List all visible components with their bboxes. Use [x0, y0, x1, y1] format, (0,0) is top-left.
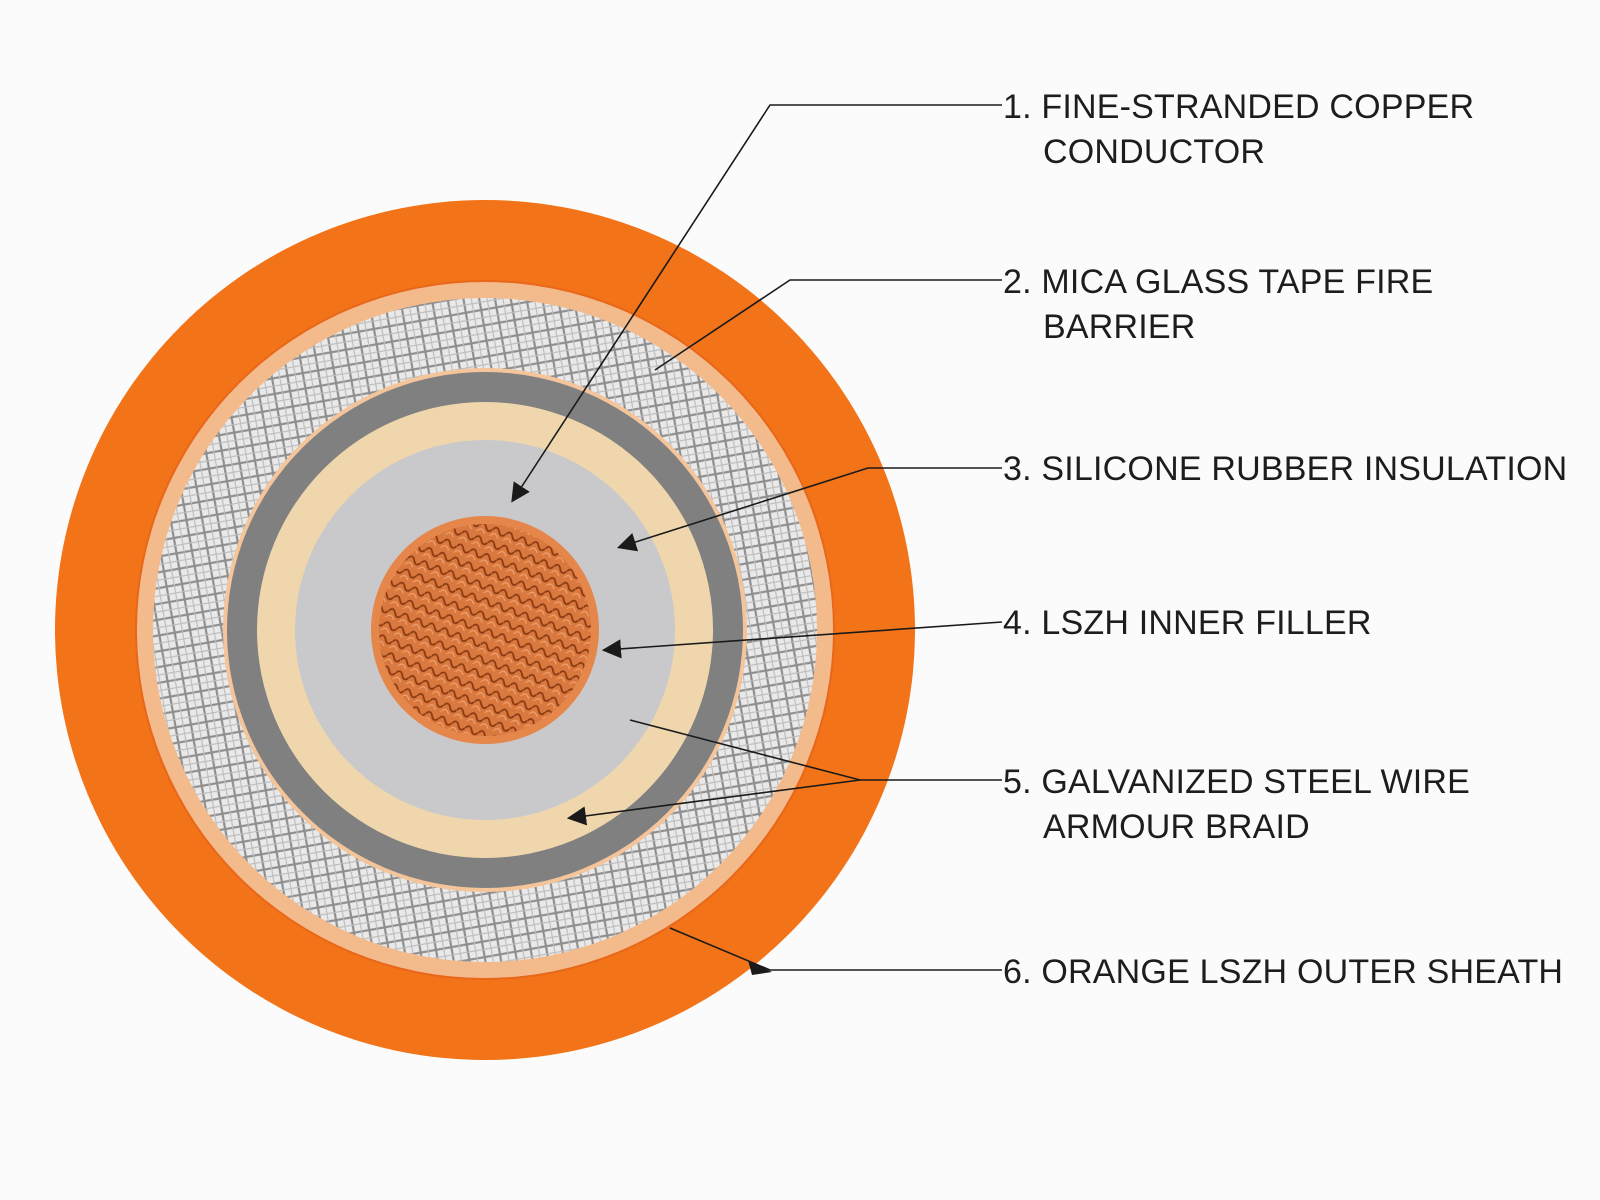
- leader-line-6: [669, 927, 1002, 971]
- leader-line-4: [601, 621, 1003, 659]
- label-6: 6. ORANGE LSZH OUTER SHEATH: [1003, 953, 1563, 991]
- conductor-core: [371, 516, 599, 744]
- leader-line-1: [511, 104, 1002, 503]
- label-3-line-1: 3. SILICONE RUBBER INSULATION: [1003, 450, 1567, 488]
- leader-line-3: [616, 467, 1002, 552]
- leader-lines: [511, 104, 1003, 975]
- label-4: 4. LSZH INNER FILLER: [1003, 604, 1372, 642]
- label-1: 1. FINE-STRANDED COPPER CONDUCTOR: [1003, 88, 1484, 171]
- label-5: 5. GALVANIZED STEEL WIRE ARMOUR BRAID: [1003, 763, 1480, 846]
- leader-line-2: [654, 279, 1002, 371]
- label-1-line-2: CONDUCTOR: [1043, 133, 1265, 171]
- label-2: 2. MICA GLASS TAPE FIRE BARRIER: [1003, 263, 1443, 346]
- label-3: 3. SILICONE RUBBER INSULATION: [1003, 450, 1567, 488]
- label-2-line-2: BARRIER: [1043, 308, 1196, 346]
- leader-line-5b: [566, 779, 861, 826]
- label-5-line-1: 5. GALVANIZED STEEL WIRE: [1003, 763, 1470, 801]
- callout-labels: 1. FINE-STRANDED COPPER CONDUCTOR 2. MIC…: [1003, 88, 1567, 991]
- leader-line-6-tick: [748, 960, 772, 975]
- cable-layers: [55, 200, 915, 1060]
- label-6-line-1: 6. ORANGE LSZH OUTER SHEATH: [1003, 953, 1563, 991]
- label-1-line-1: 1. FINE-STRANDED COPPER: [1003, 88, 1474, 126]
- label-4-line-1: 4. LSZH INNER FILLER: [1003, 604, 1372, 642]
- label-2-line-1: 2. MICA GLASS TAPE FIRE: [1003, 263, 1433, 301]
- label-5-line-2: ARMOUR BRAID: [1043, 808, 1310, 846]
